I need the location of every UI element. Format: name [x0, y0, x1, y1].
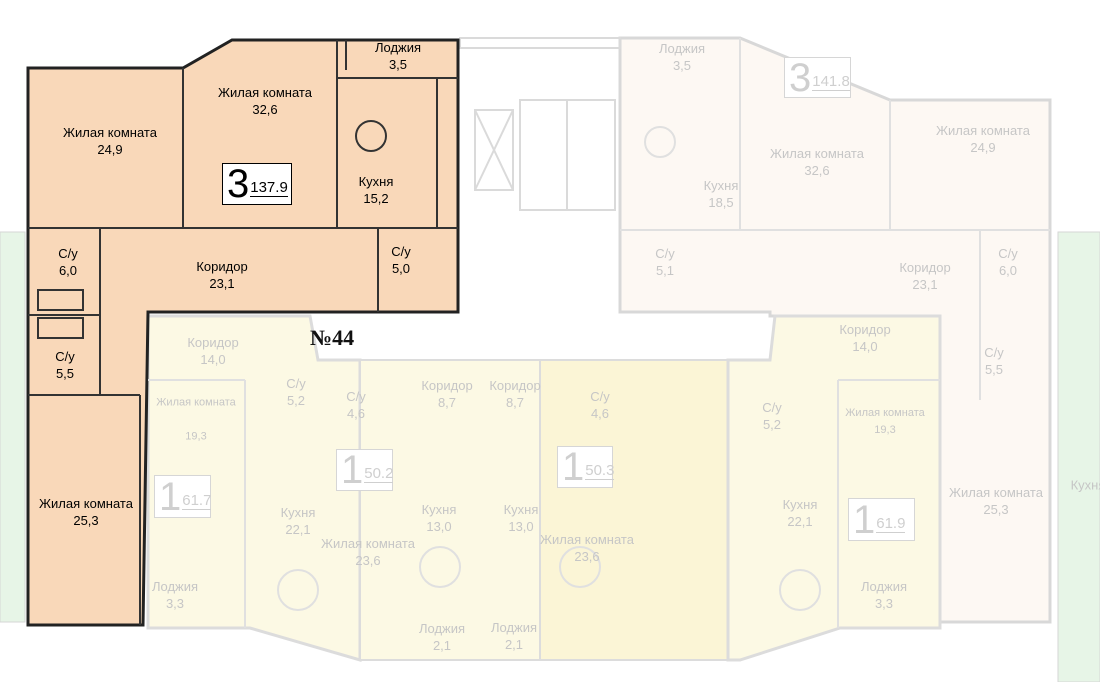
selected-apartment-walls [28, 40, 458, 625]
apartment-1-50-3[interactable] [539, 359, 729, 661]
floor-number: №44 [310, 325, 355, 350]
stairwell [459, 37, 621, 211]
apartment-1-61-9[interactable] [726, 314, 942, 662]
apartment-right-partial[interactable] [1057, 231, 1100, 682]
apartment-3-137-9-selected[interactable] [26, 38, 460, 627]
faded-walls [148, 38, 1050, 628]
apartment-left-partial[interactable] [0, 231, 26, 623]
room-label: Кухня [1070, 477, 1100, 493]
